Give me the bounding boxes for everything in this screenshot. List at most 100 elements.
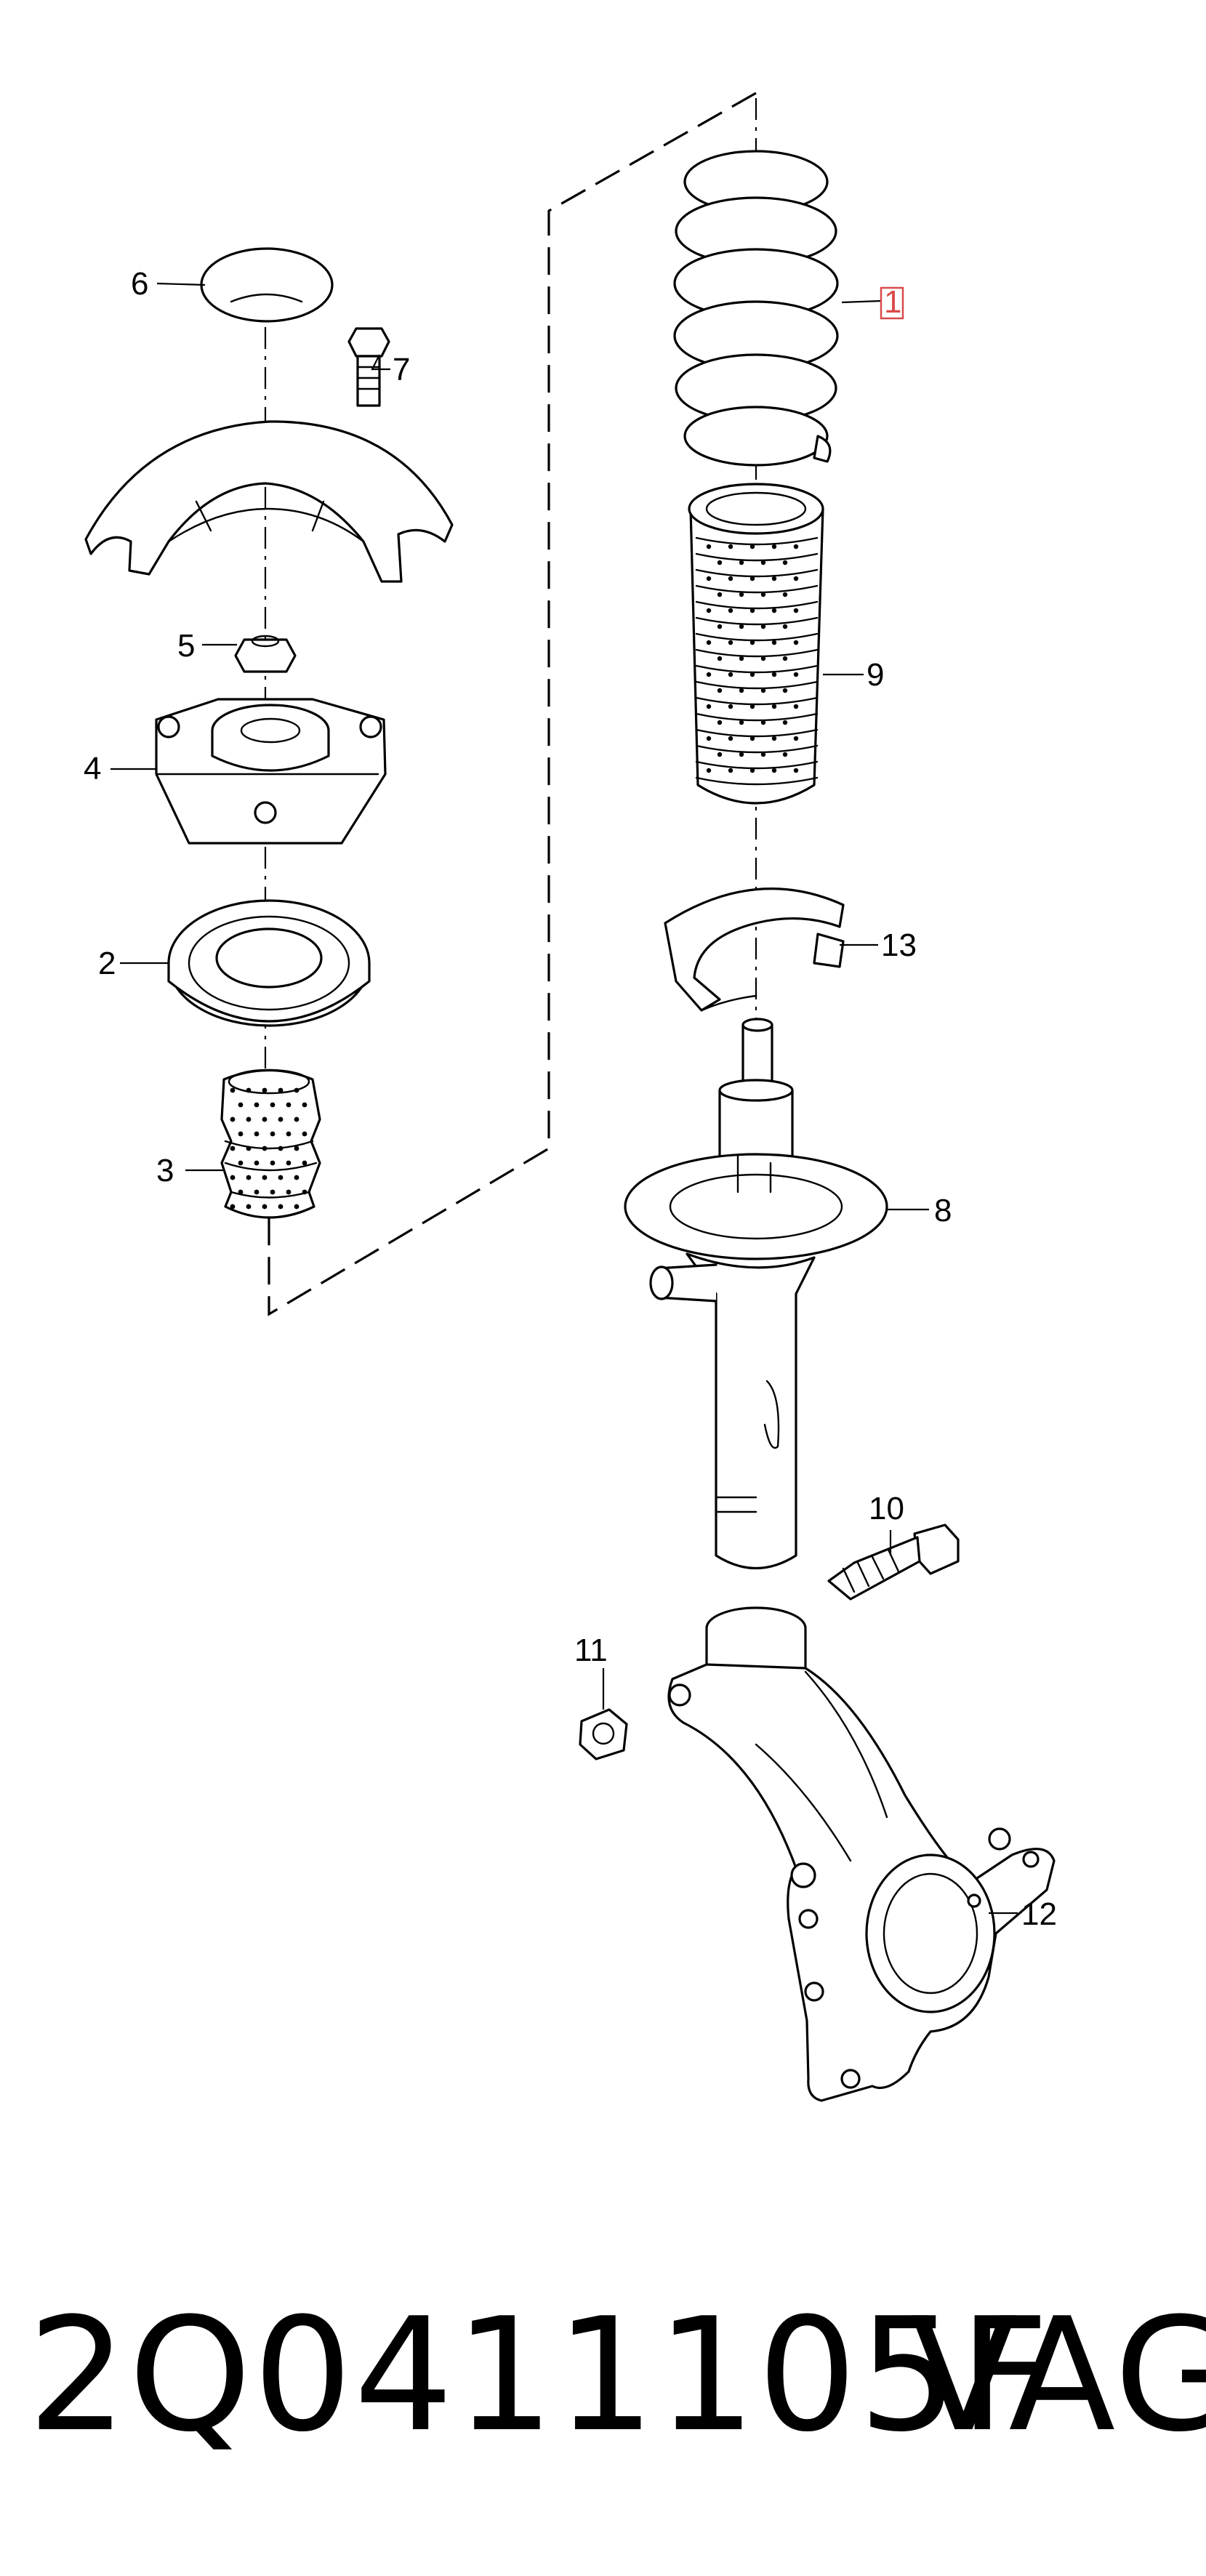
part-2-bearing[interactable] (167, 899, 371, 1027)
texture-dot (793, 672, 799, 677)
part-7-bolt[interactable] (347, 327, 390, 407)
texture-dot (749, 704, 755, 709)
texture-dot (270, 1189, 276, 1195)
texture-dot (262, 1116, 268, 1122)
texture-dot (302, 1131, 307, 1137)
callout-4[interactable]: 4 (84, 751, 101, 786)
texture-dot (270, 1102, 276, 1108)
texture-dot (771, 544, 777, 550)
texture-dot (278, 1146, 284, 1151)
texture-dot (728, 768, 733, 773)
callout-2[interactable]: 2 (98, 946, 116, 981)
texture-dot (246, 1204, 252, 1209)
texture-dot (706, 704, 712, 709)
texture-dot (771, 672, 777, 677)
texture-dot (793, 576, 799, 581)
part-3-bump-stop[interactable] (220, 1068, 321, 1219)
texture-dot (728, 608, 733, 613)
texture-dot (793, 608, 799, 613)
texture-dot (749, 608, 755, 613)
texture-dot (728, 672, 733, 677)
part-5-nut[interactable] (234, 635, 297, 673)
texture-dot (238, 1102, 244, 1108)
part-11-nut[interactable] (579, 1708, 628, 1760)
texture-dot (278, 1116, 284, 1122)
callout-1-highlight-box (880, 286, 904, 320)
texture-dot (278, 1204, 284, 1209)
callout-13[interactable]: 13 (881, 927, 917, 963)
dust-boot-texture (706, 544, 799, 773)
texture-dot (706, 640, 712, 645)
part-9-dust-boot[interactable] (688, 483, 824, 805)
texture-dot (728, 576, 733, 581)
callout-7[interactable]: 7 (393, 352, 410, 387)
callout-11[interactable]: 11 (574, 1633, 608, 1668)
texture-dot (262, 1087, 268, 1093)
callout-6[interactable]: 6 (131, 266, 148, 302)
texture-dot (728, 736, 733, 741)
part-12-wheel-knuckle[interactable] (667, 1606, 1056, 2102)
texture-dot (294, 1116, 300, 1122)
texture-dot (782, 656, 788, 661)
texture-dot (717, 592, 723, 597)
texture-dot (717, 560, 723, 565)
callout-9[interactable]: 9 (867, 657, 884, 693)
texture-dot (739, 560, 744, 565)
texture-dot (771, 640, 777, 645)
callout-10[interactable]: 10 (869, 1491, 904, 1526)
texture-dot (230, 1175, 236, 1180)
texture-dot (706, 608, 712, 613)
texture-dot (294, 1204, 300, 1209)
callout-1[interactable]: 1 (884, 284, 901, 320)
callout-12[interactable]: 12 (1021, 1896, 1057, 1932)
callouts: 6 7 5 4 2 3 1 9 13 8 10 11 12 (84, 266, 1057, 1932)
part-6-cap[interactable] (200, 247, 334, 323)
texture-dot (782, 752, 788, 757)
part-8-shock-absorber[interactable] (624, 1018, 888, 1570)
texture-dot (782, 688, 788, 693)
texture-dot (760, 688, 766, 693)
part-13-spring-seat[interactable] (664, 887, 845, 1012)
texture-dot (302, 1102, 307, 1108)
part-1-coil-spring[interactable] (673, 150, 839, 467)
texture-dot (760, 656, 766, 661)
texture-dot (238, 1131, 244, 1137)
texture-dot (294, 1087, 300, 1093)
texture-dot (782, 720, 788, 725)
texture-dot (246, 1146, 252, 1151)
texture-dot (793, 704, 799, 709)
part-4-strut-mount[interactable] (155, 698, 387, 845)
texture-dot (793, 768, 799, 773)
assembly-boundary (268, 92, 757, 1316)
texture-dot (793, 640, 799, 645)
texture-dot (706, 576, 712, 581)
part-10-long-bolt[interactable] (827, 1524, 960, 1601)
texture-dot (270, 1160, 276, 1166)
texture-dot (739, 624, 744, 629)
texture-dot (262, 1175, 268, 1180)
texture-dot (302, 1160, 307, 1166)
texture-dot (238, 1160, 244, 1166)
part-shield[interactable] (84, 420, 454, 583)
texture-dot (230, 1116, 236, 1122)
texture-dot (771, 576, 777, 581)
texture-dot (771, 608, 777, 613)
texture-dot (717, 624, 723, 629)
texture-dot (739, 752, 744, 757)
callout-5[interactable]: 5 (177, 628, 195, 664)
texture-dot (749, 672, 755, 677)
texture-dot (278, 1175, 284, 1180)
callout-8[interactable]: 8 (934, 1193, 952, 1228)
texture-dot (749, 544, 755, 550)
texture-dot (739, 720, 744, 725)
texture-dot (717, 688, 723, 693)
texture-dot (760, 752, 766, 757)
texture-dot (760, 560, 766, 565)
texture-dot (230, 1087, 236, 1093)
texture-dot (728, 544, 733, 550)
callout-3[interactable]: 3 (156, 1153, 174, 1188)
texture-dot (739, 592, 744, 597)
texture-dot (706, 736, 712, 741)
texture-dot (286, 1102, 292, 1108)
